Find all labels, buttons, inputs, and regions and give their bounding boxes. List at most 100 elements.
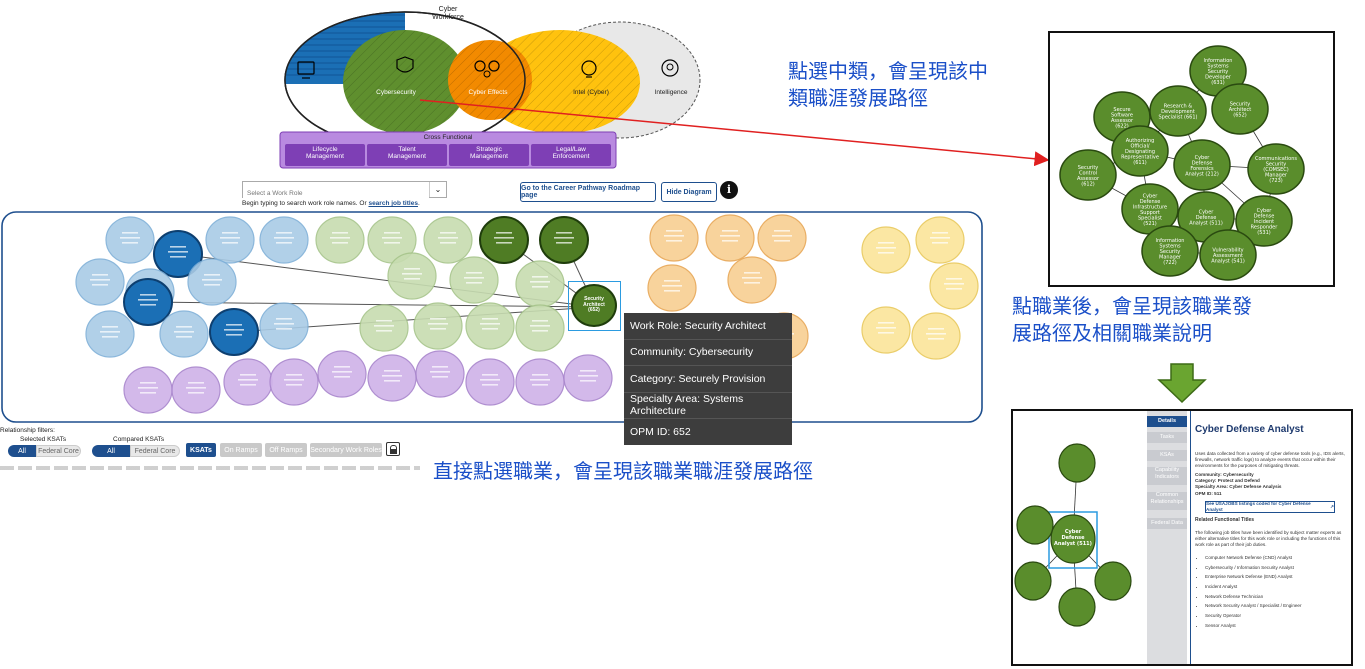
work-role-node[interactable] — [159, 310, 209, 358]
selected-federal-toggle[interactable]: Federal Core — [36, 445, 81, 457]
work-role-node[interactable] — [563, 354, 613, 402]
work-role-node[interactable] — [105, 216, 155, 264]
work-role-node[interactable] — [757, 214, 807, 262]
node-label-placeholder — [438, 237, 458, 239]
work-role-input[interactable] — [243, 185, 429, 202]
work-role-select[interactable]: ⌄ — [242, 181, 447, 202]
work-role-node[interactable] — [209, 308, 259, 356]
work-role-node[interactable] — [75, 258, 125, 306]
related-title-item: Cybersecurity / Information Security Ana… — [1205, 563, 1347, 573]
details-node[interactable] — [1014, 561, 1052, 601]
work-role-node[interactable] — [449, 256, 499, 304]
work-role-node[interactable] — [387, 252, 437, 300]
it-label: IT — [307, 88, 315, 95]
career-pathway-button[interactable]: Go to the Career Pathway Roadmap page — [520, 182, 656, 202]
node-label-placeholder — [926, 333, 946, 335]
node-label-placeholder — [664, 290, 680, 292]
work-role-node[interactable] — [269, 358, 319, 406]
node-label-placeholder — [274, 237, 294, 239]
tab-federal-data[interactable]: Federal Data — [1147, 518, 1187, 529]
work-role-node[interactable] — [539, 216, 589, 264]
details-node[interactable] — [1016, 505, 1054, 545]
work-role-node[interactable] — [515, 358, 565, 406]
node-label-placeholder — [580, 380, 596, 382]
details-node[interactable] — [1094, 561, 1132, 601]
work-role-node[interactable] — [85, 310, 135, 358]
details-node[interactable] — [1050, 514, 1096, 564]
node-label-placeholder — [186, 387, 206, 389]
lock-icon[interactable] — [386, 442, 400, 456]
node-label-placeholder — [464, 277, 484, 279]
work-role-node[interactable] — [929, 262, 979, 310]
hide-diagram-button[interactable]: Hide Diagram — [661, 182, 717, 202]
node-label-placeholder — [428, 323, 448, 325]
info-icon[interactable]: i — [720, 181, 738, 199]
node-label-placeholder — [276, 232, 292, 234]
work-role-node[interactable] — [515, 260, 565, 308]
work-role-node[interactable] — [367, 354, 417, 402]
work-role-node[interactable] — [187, 258, 237, 306]
work-role-node[interactable] — [649, 214, 699, 262]
work-role-node[interactable] — [647, 264, 697, 312]
work-role-node[interactable] — [205, 216, 255, 264]
work-role-node[interactable] — [317, 350, 367, 398]
work-role-node[interactable] — [727, 256, 777, 304]
compared-federal-toggle[interactable]: Federal Core — [130, 445, 180, 457]
ksats-button[interactable]: KSATs — [186, 443, 216, 457]
work-role-node[interactable] — [413, 302, 463, 350]
work-role-node[interactable] — [515, 304, 565, 352]
work-role-node[interactable] — [465, 302, 515, 350]
tab-ksas[interactable]: KSAs — [1147, 450, 1187, 461]
node-label-placeholder — [376, 320, 392, 322]
work-role-node[interactable] — [315, 216, 365, 264]
usajobs-button[interactable]: See USAJOBS listings coded for Cyber Def… — [1205, 500, 1335, 513]
work-role-node[interactable] — [915, 216, 965, 264]
details-node[interactable] — [1058, 443, 1096, 483]
function-lifecycle[interactable] — [285, 144, 365, 166]
work-role-node[interactable] — [423, 216, 473, 264]
search-job-titles-link[interactable]: search job titles — [368, 200, 418, 207]
node-label-placeholder — [466, 282, 482, 284]
on-ramps-button[interactable]: On Ramps — [220, 443, 262, 457]
node-label-placeholder — [878, 322, 894, 324]
work-role-node[interactable] — [479, 216, 529, 264]
function-legal[interactable] — [531, 144, 611, 166]
monitor-icon — [297, 61, 315, 79]
tab-common-relationships[interactable]: Common Relationships — [1147, 492, 1187, 510]
work-role-node[interactable] — [259, 302, 309, 350]
work-role-node[interactable] — [705, 214, 755, 262]
work-role-node[interactable] — [861, 306, 911, 354]
selected-node-frame[interactable] — [568, 281, 621, 331]
node-label-placeholder — [430, 371, 450, 373]
work-role-node[interactable] — [911, 312, 961, 360]
work-role-node[interactable] — [259, 216, 309, 264]
work-role-node[interactable] — [465, 358, 515, 406]
work-role-graph[interactable] — [0, 210, 985, 425]
node-label-placeholder — [932, 232, 948, 234]
function-talent[interactable] — [367, 144, 447, 166]
work-role-node[interactable] — [359, 304, 409, 352]
work-role-node[interactable] — [415, 350, 465, 398]
secondary-work-roles-button[interactable]: Secondary Work Roles — [310, 443, 382, 457]
off-ramps-button[interactable]: Off Ramps — [265, 443, 307, 457]
work-role-node[interactable] — [153, 230, 203, 278]
tab-details[interactable]: Details — [1147, 416, 1187, 427]
work-role-node[interactable] — [123, 366, 173, 414]
work-role-node[interactable] — [861, 226, 911, 274]
selected-node[interactable]: Security Architect (652) — [571, 284, 617, 327]
work-role-node[interactable] — [223, 358, 273, 406]
tab-capability-indicators[interactable]: Capability Indicators — [1147, 467, 1187, 485]
selected-all-toggle[interactable]: All — [8, 445, 36, 457]
work-role-node[interactable] — [123, 278, 173, 326]
chevron-down-icon[interactable]: ⌄ — [429, 182, 446, 197]
details-node[interactable] — [1058, 587, 1096, 627]
compared-all-toggle[interactable]: All — [92, 445, 130, 457]
node-label-placeholder — [494, 237, 514, 239]
tooltip-specialty: Specialty Area: Systems Architecture — [624, 393, 792, 419]
tab-tasks[interactable]: Tasks — [1147, 432, 1187, 443]
node-label-placeholder — [530, 281, 550, 283]
work-role-node[interactable] — [171, 366, 221, 414]
node-label-placeholder — [170, 256, 186, 258]
node-label-placeholder — [332, 232, 348, 234]
function-strategic[interactable] — [449, 144, 529, 166]
